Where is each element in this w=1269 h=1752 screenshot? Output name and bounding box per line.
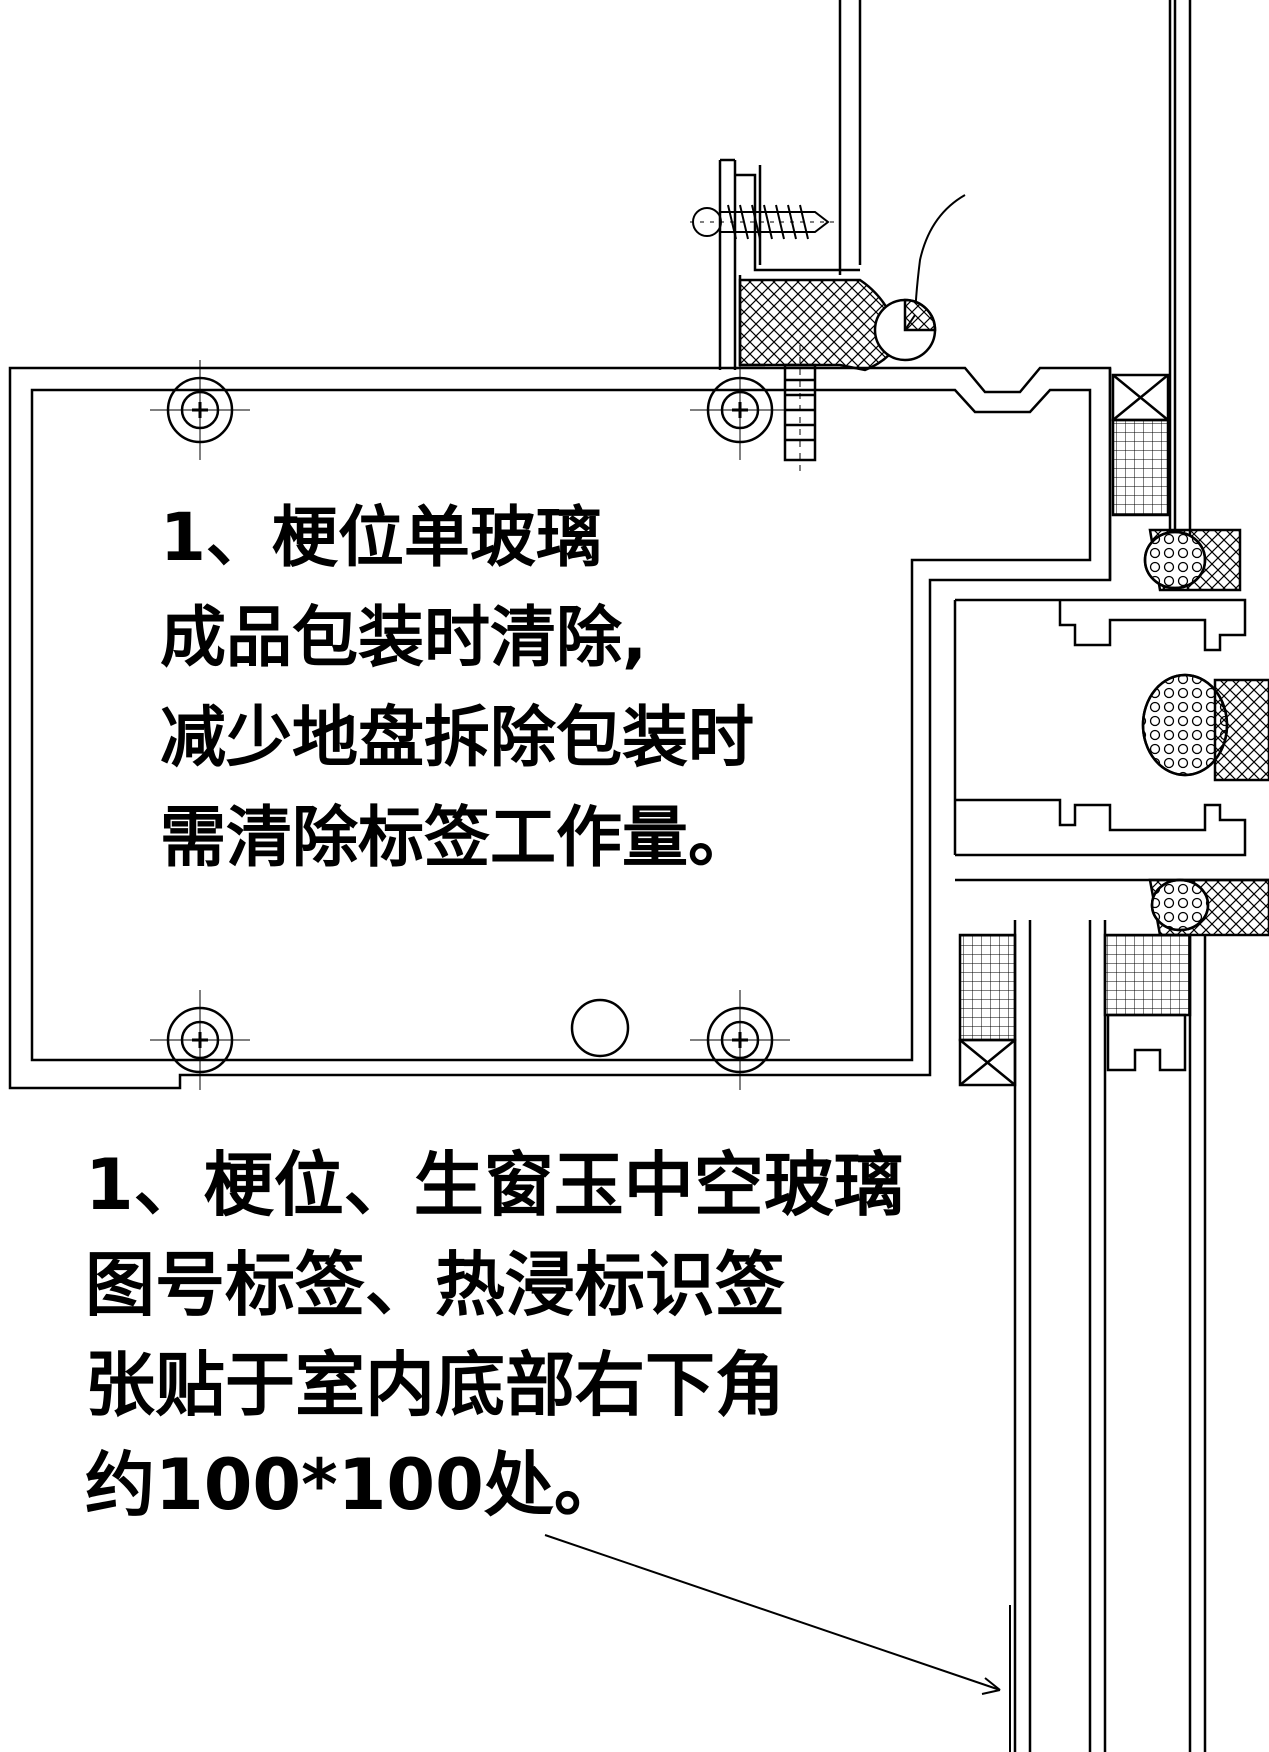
single-glass-note-line-1: 1、梗位单玻璃 <box>160 499 602 576</box>
main-profile <box>8 366 1112 1090</box>
screw-boss-top-right <box>690 360 790 460</box>
single-glass-note: 1、梗位单玻璃 成品包装时清除, 减少地盘拆除包装时 需清除标签工作量。 <box>160 505 754 905</box>
mid-channels <box>953 598 1269 857</box>
bolt <box>783 345 817 475</box>
screw-boss-bottom-left <box>150 990 250 1090</box>
note-leader <box>544 1534 1001 1691</box>
single-glass-note-line-2: 成品包装时清除, <box>160 599 648 676</box>
drain-hole <box>570 998 630 1058</box>
upper-frame <box>718 0 862 370</box>
insulated-glass-unit <box>955 878 1269 1752</box>
single-glass-note-line-3: 减少地盘拆除包装时 <box>160 699 754 776</box>
screw <box>690 204 835 240</box>
insulated-glass-note-line-4: 约100*100处。 <box>85 1444 624 1526</box>
insulated-glass-note: 1、梗位、生窗玉中空玻璃 图号标签、热浸标识签 张贴于室内底部右下角 约100*… <box>85 1150 904 1550</box>
single-glass-channel <box>1111 0 1242 592</box>
insulated-glass-note-line-3: 张贴于室内底部右下角 <box>85 1344 785 1426</box>
insulated-glass-note-line-2: 图号标签、热浸标识签 <box>85 1244 785 1326</box>
spacer-bar <box>1106 1013 1187 1072</box>
single-glass-note-line-4: 需清除标签工作量。 <box>160 799 754 876</box>
screw-boss-bottom-right <box>690 990 790 1090</box>
screw-boss-top-left <box>150 360 250 460</box>
insulated-glass-note-line-1: 1、梗位、生窗玉中空玻璃 <box>85 1144 904 1226</box>
